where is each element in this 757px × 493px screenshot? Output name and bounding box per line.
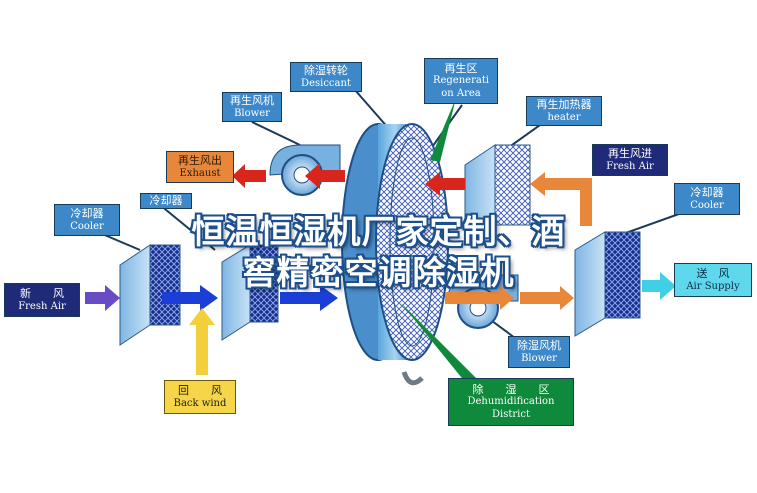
cooler-mid-unit [221, 244, 279, 341]
cooler-left-cn: 冷却器 [70, 206, 104, 220]
label-regen-blower: 再生风机 Blower [222, 92, 282, 122]
label-regen-fresh-air: 再生风进 Fresh Air [592, 144, 668, 176]
label-dehum-district: 除 湿 区 Dehumidification District [448, 378, 574, 426]
label-cooler-mid: 冷却器 [140, 193, 192, 209]
label-regen-heater: 再生加热器 heater [526, 96, 602, 126]
overlay-title-line1: 恒温恒湿机厂家定制、酒 [191, 212, 566, 251]
process-arrow-1 [162, 285, 218, 311]
label-back-wind: 回 风 Back wind [164, 380, 236, 414]
dehum-orange-arrow [445, 286, 514, 310]
cooler-left-en: Cooler [70, 220, 104, 232]
fresh-air-en: Fresh Air [18, 300, 66, 312]
process-arrow-2 [280, 285, 338, 311]
fresh-air-cn: 新 风 [20, 286, 64, 300]
dehum-blower-en: Blower [521, 352, 557, 364]
regen-exhaust-en: Exhaust [179, 167, 221, 179]
regen-area-en2: on Area [441, 87, 481, 99]
heater-unit [464, 144, 531, 246]
fresh-air-arrow [85, 285, 120, 311]
dehum-district-en2: District [492, 408, 530, 420]
label-air-supply: 送 风 Air Supply [674, 263, 752, 297]
label-fresh-air: 新 风 Fresh Air [4, 283, 80, 317]
regen-blower-cn: 再生风机 [230, 93, 274, 107]
overlay-title-line2: 窖精密空调除湿机 [242, 253, 515, 292]
regen-blower-en: Blower [234, 107, 270, 119]
label-regen-area: 再生区 Regenerati on Area [424, 58, 498, 104]
cooler-mid-cn: 冷却器 [149, 194, 183, 208]
cooler-right-en: Cooler [690, 199, 724, 211]
regen-blower-fan [269, 144, 341, 196]
back-wind-en: Back wind [173, 397, 227, 409]
cooler-left-unit [119, 244, 181, 346]
air-supply-cn: 送 风 [696, 266, 730, 280]
label-regen-exhaust: 再生风出 Exhaust [166, 151, 234, 183]
back-wind-cn: 回 风 [178, 383, 222, 397]
cooler-right-cn: 冷却器 [690, 185, 724, 199]
regen-heater-cn: 再生加热器 [536, 97, 592, 111]
desiccant-wheel [341, 123, 449, 361]
label-cooler-left: 冷却器 Cooler [54, 204, 120, 236]
rotation-arrow [401, 371, 424, 386]
regen-heater-en: heater [547, 111, 581, 123]
regen-exhaust-cn: 再生风出 [178, 153, 222, 167]
regen-area-en1: Regenerati [432, 75, 490, 87]
district-pointer [400, 302, 480, 388]
supply-arrow [642, 272, 676, 300]
dehum-district-en1: Dehumidification [467, 396, 555, 408]
label-desiccant: 除湿转轮 Desiccant [290, 62, 362, 92]
dehum-district-cn: 除 湿 区 [472, 382, 550, 396]
desiccant-cn: 除湿转轮 [304, 63, 348, 77]
air-supply-en: Air Supply [686, 280, 740, 292]
regen-pointer [430, 98, 456, 162]
cooler-right-unit [574, 231, 641, 337]
exhaust-arrow-1 [305, 163, 345, 189]
regen-fresh-cn: 再生风进 [608, 146, 652, 160]
regen-area-cn: 再生区 [444, 61, 478, 75]
air-flow-arrows [85, 98, 676, 388]
label-cooler-right: 冷却器 Cooler [674, 183, 740, 215]
dehum-blower-cn: 除湿风机 [517, 338, 561, 352]
regen-arrow-red [425, 172, 465, 196]
back-wind-arrow [189, 308, 215, 375]
exhaust-arrow-2 [232, 164, 266, 188]
regen-fresh-arrow [530, 172, 590, 196]
regen-fresh-riser [580, 178, 592, 226]
supply-orange-arrow [520, 286, 574, 310]
label-dehum-blower: 除湿风机 Blower [508, 336, 570, 368]
desiccant-en: Desiccant [301, 77, 351, 89]
regen-fresh-en: Fresh Air [606, 160, 654, 172]
